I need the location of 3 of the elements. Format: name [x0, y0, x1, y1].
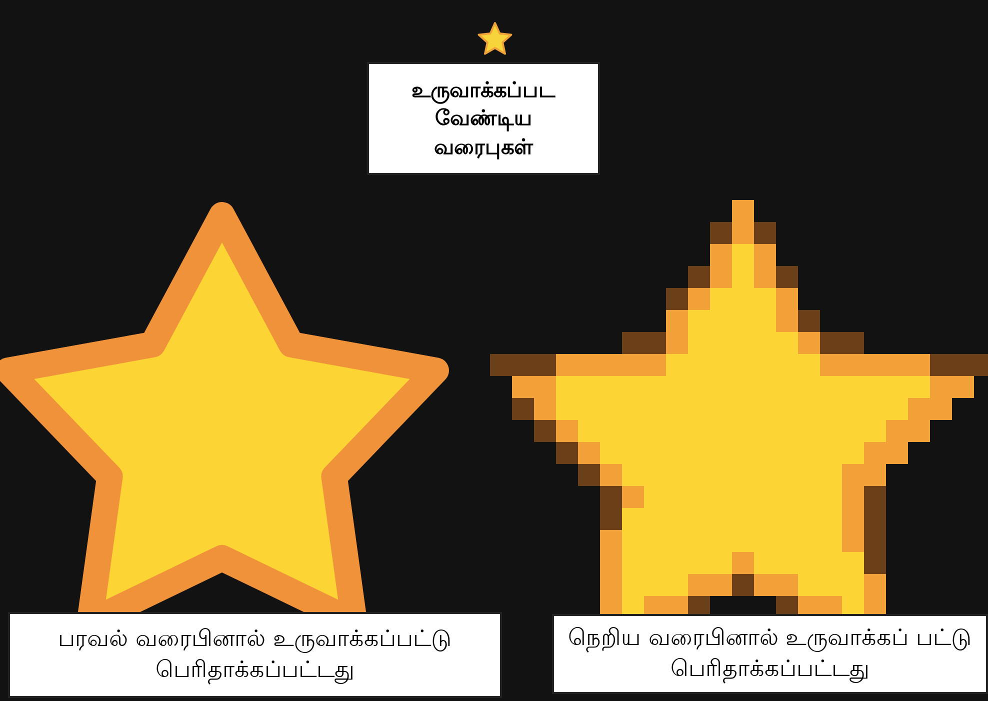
- caption-box: நெறிய வரைபினால் உருவாக்கப் பட்டு பெரிதாக்கப்பட்டது: [552, 614, 988, 694]
- caption-box: உருவாக்கப்பட வேண்டிய வரைபுகள்: [367, 62, 600, 175]
- caption-box: பரவல் வரைபினால் உருவாக்கப்பட்டு பெரிதாக்கப்பட்டது: [8, 612, 502, 698]
